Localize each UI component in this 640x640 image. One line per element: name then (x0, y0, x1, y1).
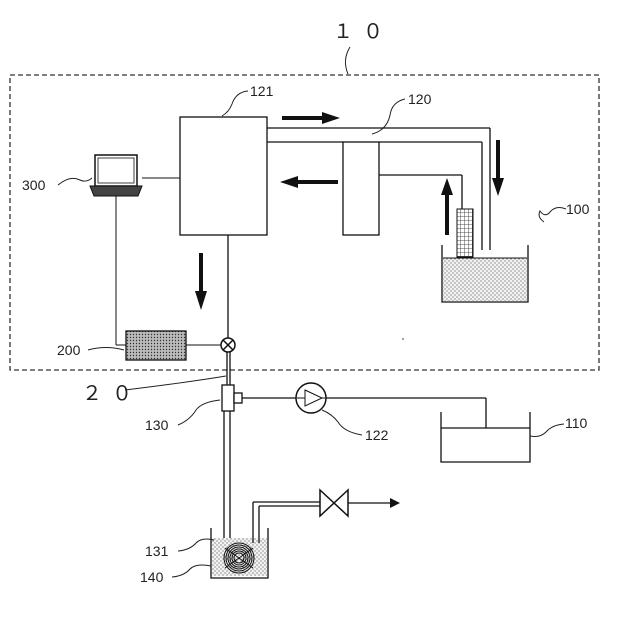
arrow-down-right (492, 140, 504, 196)
laptop-icon (90, 155, 142, 196)
outlet-arrow-icon (390, 498, 400, 508)
leader-unit2 (372, 99, 405, 134)
label-pump: 122 (365, 427, 389, 443)
label-controller: 300 (22, 177, 46, 193)
leader-controller (58, 178, 92, 185)
tee-fitting (222, 385, 234, 411)
leader-bath (172, 565, 211, 577)
arrow-up (441, 178, 453, 235)
leader-reservoir (530, 424, 564, 437)
control-box (126, 331, 186, 360)
leader-unit (222, 91, 248, 116)
leader-pump (322, 410, 362, 435)
main-unit (180, 117, 267, 235)
valve-icon (221, 338, 235, 352)
secondary-unit (343, 142, 379, 235)
label-bath: 140 (140, 569, 164, 585)
label-system: １０ (333, 21, 393, 43)
speck (402, 338, 404, 340)
label-tee: 130 (145, 417, 169, 433)
tee-branch (234, 393, 242, 403)
arrow-right (282, 112, 340, 124)
leader-box (88, 348, 124, 351)
pump-icon (296, 383, 326, 413)
arrow-left (280, 176, 338, 188)
label-tank: 100 (566, 201, 590, 217)
label-reservoir: 110 (565, 415, 588, 431)
leader-tee (178, 400, 220, 425)
bath-liquid (212, 538, 267, 576)
tank-liquid (443, 258, 527, 301)
label-box: 200 (57, 342, 81, 358)
outlet-valve-icon (320, 490, 348, 516)
sensor-element (457, 209, 473, 257)
leader-coil (178, 539, 214, 551)
label-pipe: ２０ (82, 383, 142, 405)
arrow-down-left (195, 253, 207, 310)
label-unit2: 120 (408, 91, 432, 107)
coil-icon (224, 543, 254, 573)
label-coil: 131 (145, 543, 169, 559)
label-unit: 121 (250, 83, 274, 99)
leader-tank (539, 208, 566, 222)
leader-system (345, 47, 350, 74)
